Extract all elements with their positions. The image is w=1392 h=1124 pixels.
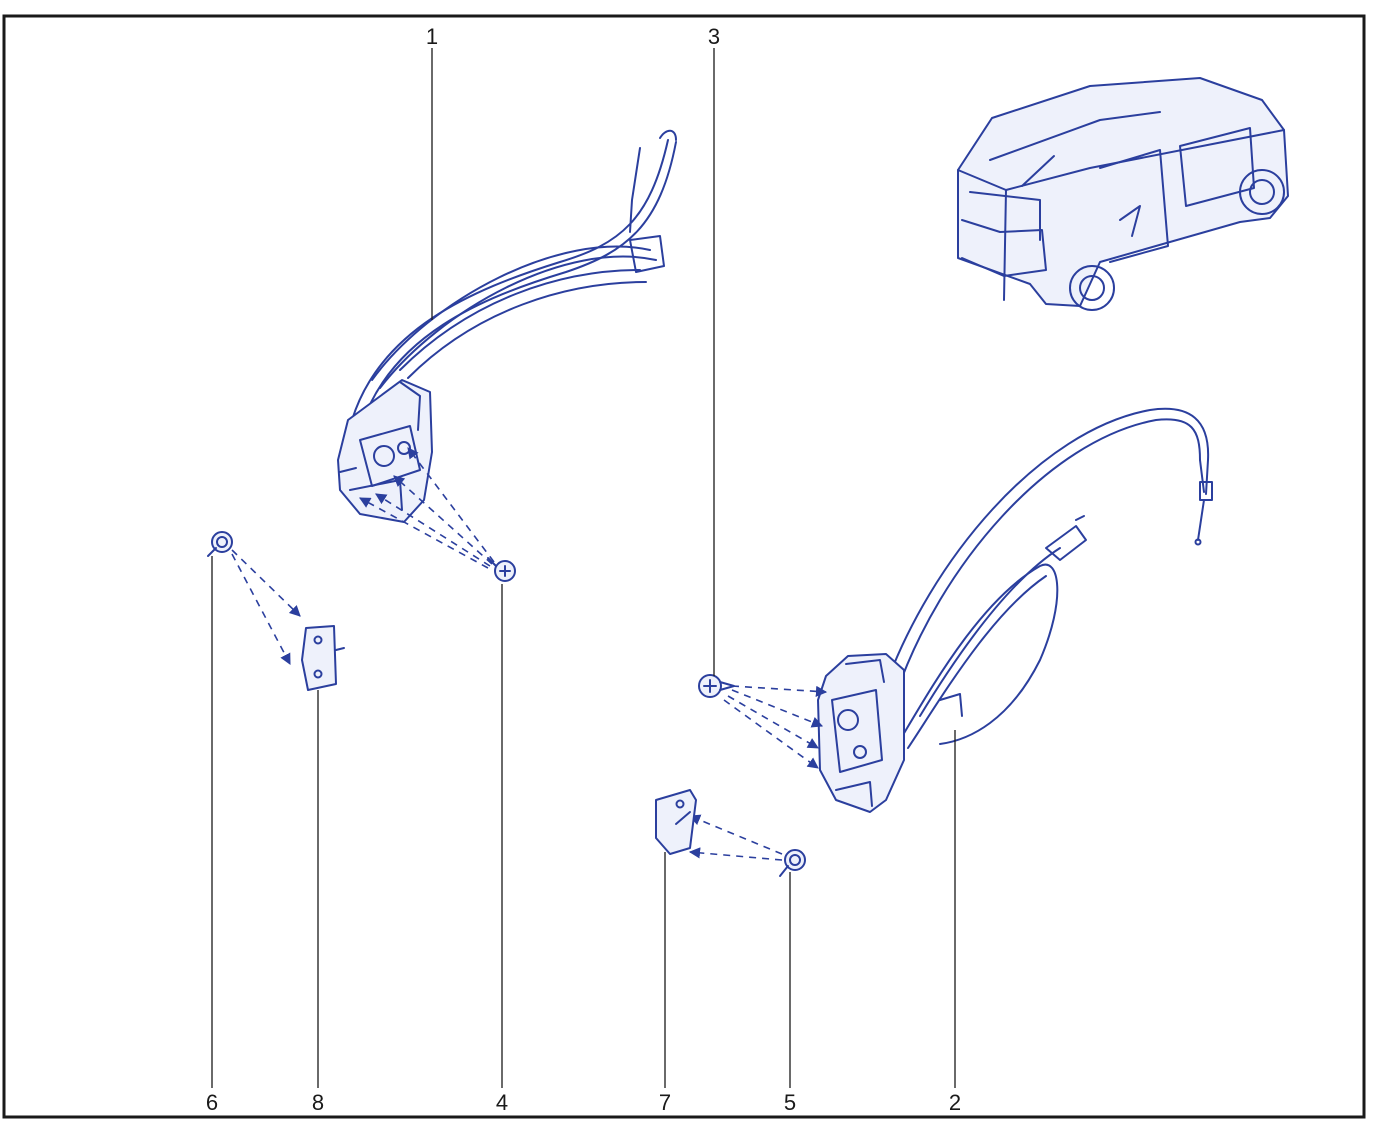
callout-2: 2 [949,1090,961,1115]
striker-screw-5 [688,814,806,877]
striker-plate-8 [301,625,345,691]
callout-1: 1 [426,24,438,49]
lock-screw-4 [359,447,516,582]
leader-lines [211,48,956,1088]
striker-plate-7 [655,789,697,855]
striker-screw-6 [207,531,301,665]
lock-screw-3 [698,674,828,769]
callout-6: 6 [206,1090,218,1115]
callout-5: 5 [784,1090,796,1115]
callout-3: 3 [708,24,720,49]
side-door-lock-with-cables-lower [817,407,1213,813]
rear-door-lock-with-cables-upper [337,129,677,523]
vehicle-locator-icon [957,77,1289,311]
callout-7: 7 [659,1090,671,1115]
callout-4: 4 [496,1090,508,1115]
diagram-frame [2,14,1366,1119]
callout-8: 8 [312,1090,324,1115]
